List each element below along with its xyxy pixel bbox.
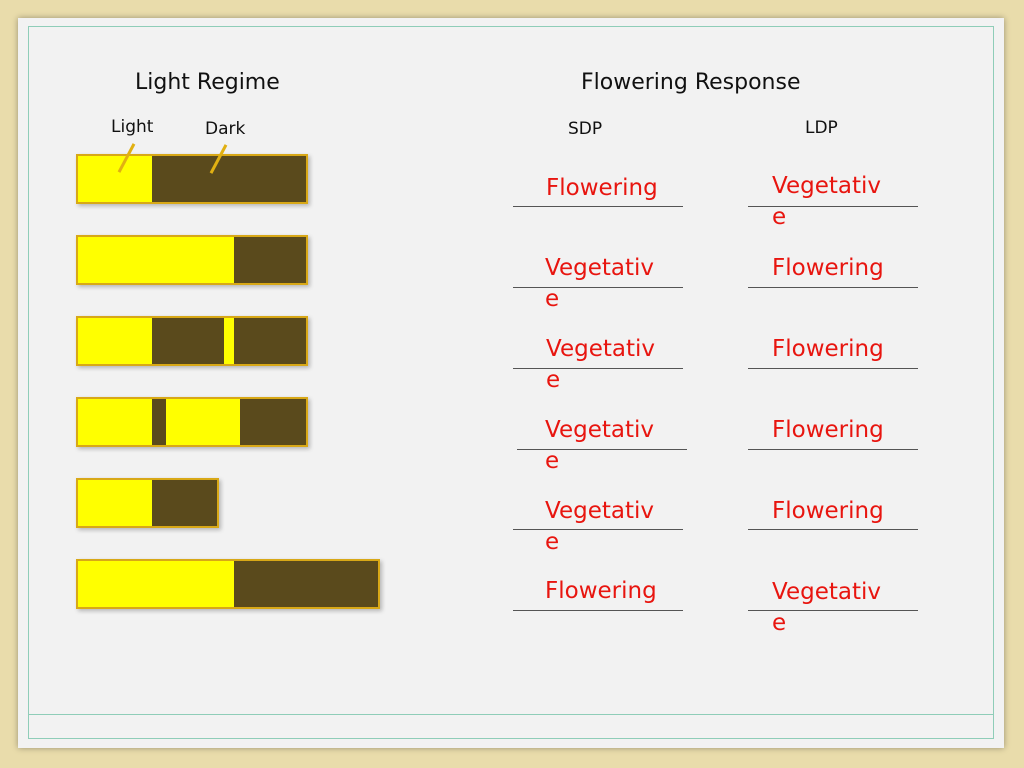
light-period-segment (166, 399, 240, 445)
ldp-response-5: Flowering (772, 498, 884, 524)
ldp-response-6: Vegetative (772, 579, 881, 636)
light-regime-bar-5 (76, 478, 219, 528)
answer-line (513, 529, 683, 530)
dark-period-segment (152, 480, 217, 526)
slide-background (18, 18, 1004, 748)
answer-line (513, 206, 683, 207)
light-period-segment (78, 156, 152, 202)
sdp-response-1: Flowering (546, 175, 658, 201)
light-regime-bar-4 (76, 397, 308, 447)
dark-period-segment (234, 561, 378, 607)
ldp-response-1: Vegetative (772, 173, 881, 230)
answer-line (513, 368, 683, 369)
light-period-segment (78, 318, 152, 364)
answer-line (748, 529, 918, 530)
light-regime-bar-1 (76, 154, 308, 204)
answer-line (513, 610, 683, 611)
light-period-segment (78, 399, 152, 445)
light-regime-bar-6 (76, 559, 380, 609)
sdp-response-2: Vegetative (545, 255, 654, 312)
light-regime-bar-3 (76, 316, 308, 366)
dark-period-segment (234, 318, 306, 364)
sdp-response-4: Vegetative (545, 417, 654, 474)
answer-line (748, 368, 918, 369)
answer-line (748, 610, 918, 611)
sdp-response-3: Vegetative (546, 336, 655, 393)
dark-period-segment (240, 399, 306, 445)
answer-line (517, 449, 687, 450)
ldp-response-3: Flowering (772, 336, 884, 362)
light-legend-label: Light (111, 117, 154, 137)
sdp-column-label: SDP (568, 119, 603, 139)
answer-line (513, 287, 683, 288)
sdp-response-6: Flowering (545, 578, 657, 604)
ldp-response-2: Flowering (772, 255, 884, 281)
ldp-column-label: LDP (805, 118, 838, 138)
dark-period-segment (234, 237, 306, 283)
light-period-segment (78, 237, 234, 283)
flowering-response-heading: Flowering Response (581, 70, 801, 95)
light-break-segment (224, 318, 234, 364)
dark-break-segment (152, 399, 166, 445)
dark-period-segment (152, 156, 306, 202)
light-regime-heading: Light Regime (135, 70, 280, 95)
answer-line (748, 287, 918, 288)
light-regime-bar-2 (76, 235, 308, 285)
ldp-response-4: Flowering (772, 417, 884, 443)
sdp-response-5: Vegetative (545, 498, 654, 555)
answer-line (748, 449, 918, 450)
dark-period-segment (152, 318, 224, 364)
dark-legend-label: Dark (205, 119, 246, 139)
answer-line (748, 206, 918, 207)
frame-bottom-line (28, 714, 994, 715)
light-period-segment (78, 480, 152, 526)
light-period-segment (78, 561, 234, 607)
